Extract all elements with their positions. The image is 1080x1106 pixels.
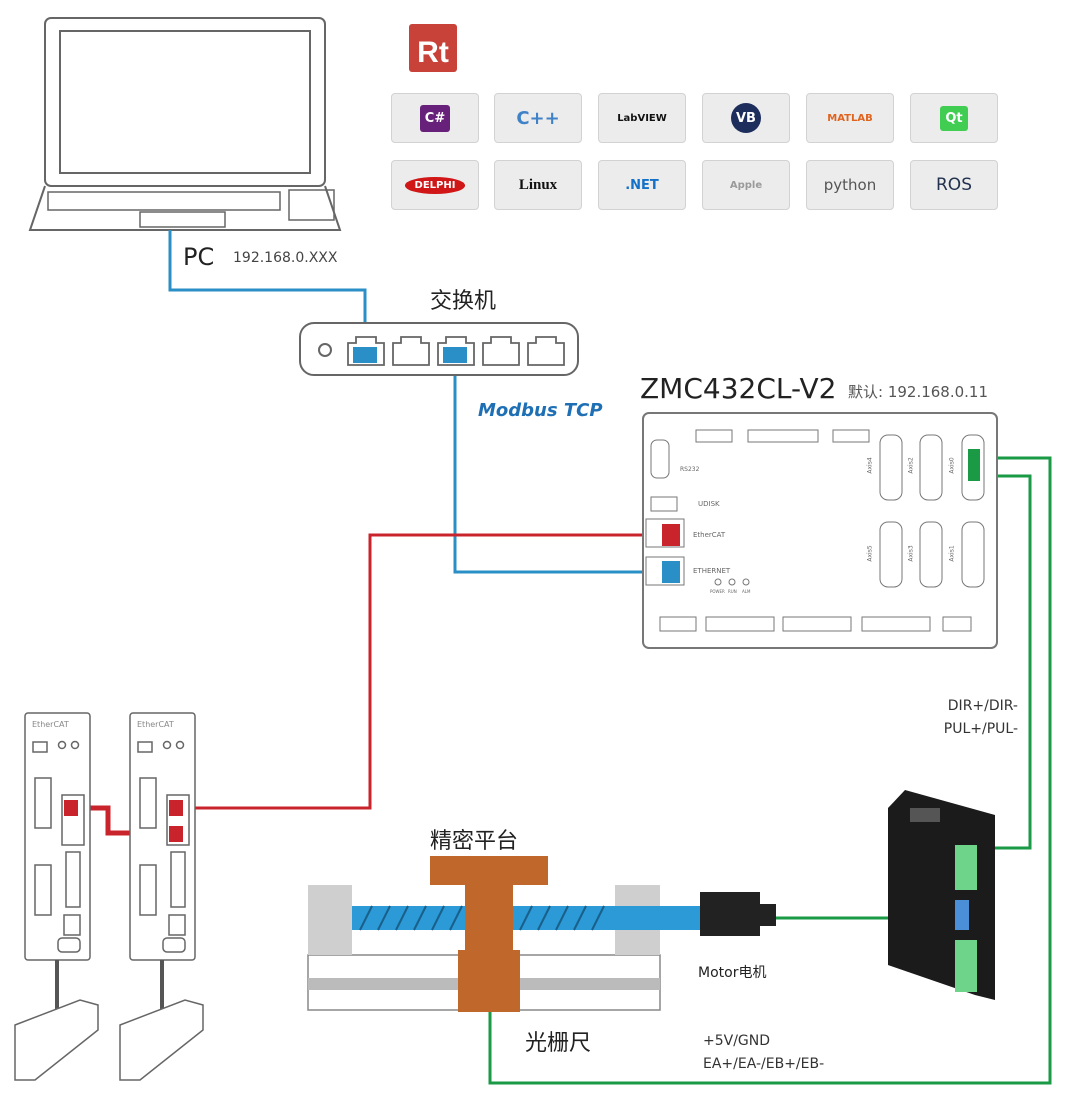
- controller-model: ZMC432CL-V2: [640, 372, 837, 405]
- encoder-signal-label: EA+/EA-/EB+/EB-: [703, 1056, 825, 1072]
- drive1-brand: EtherCAT: [32, 720, 69, 729]
- tile-python: python: [806, 160, 894, 210]
- power-signal-label: +5V/GND: [703, 1033, 771, 1049]
- modbus-tcp-logo: Modbus TCP: [478, 400, 603, 421]
- ethercat-label: EtherCAT: [693, 531, 726, 539]
- svg-text:Rt: Rt: [417, 36, 449, 69]
- ethernet-label: ETHERNET: [693, 567, 731, 575]
- motion-controller: [642, 412, 998, 649]
- axis0-connector: [968, 449, 980, 481]
- ethernet-cable-controller: [453, 352, 672, 574]
- laptop-pc: [28, 17, 342, 231]
- motor-label: Motor电机: [698, 965, 767, 981]
- precision-stage: [307, 856, 702, 1012]
- dir-signal-label: DIR+/DIR-: [947, 698, 1018, 714]
- tile-cpp: C++: [494, 93, 582, 143]
- grating-label: 光栅尺: [525, 1031, 592, 1056]
- axis2-label: Axis2: [907, 457, 915, 474]
- controller-default-ip: 默认: 192.168.0.11: [848, 383, 989, 401]
- axis3-label: Axis3: [907, 545, 915, 562]
- stage-label: 精密平台: [430, 829, 519, 854]
- tile-matlab: MATLAB: [806, 93, 894, 143]
- pc-label: PC: [183, 243, 215, 271]
- axis0-label: Axis0: [948, 457, 956, 474]
- network-switch: [299, 322, 579, 376]
- udisk-label: UDISK: [698, 500, 720, 508]
- axis5-label: Axis5: [866, 545, 874, 562]
- tile-qt: Qt: [910, 93, 998, 143]
- tile-labview: LabVIEW: [598, 93, 686, 143]
- pul-signal-label: PUL+/PUL-: [943, 721, 1018, 737]
- led-run-label: RUN: [728, 589, 737, 594]
- rt-logo: Rt: [409, 24, 457, 72]
- servo-drives: [14, 712, 204, 1081]
- encoder-cable: [488, 456, 1052, 1085]
- axis1-label: Axis1: [948, 545, 956, 562]
- tile-csharp: C#: [391, 93, 479, 143]
- pc-ip: 192.168.0.XXX: [233, 250, 338, 266]
- rs232-label: RS232: [680, 466, 700, 473]
- ethernet-cable-pc: [168, 230, 367, 350]
- stepper-driver: [888, 790, 995, 1000]
- pulse-cable: [975, 474, 1032, 850]
- tile-linux: Linux: [494, 160, 582, 210]
- tile-ros: ROS: [910, 160, 998, 210]
- tile-dotnet: .NET: [598, 160, 686, 210]
- ethernet-port: [662, 561, 680, 583]
- ethercat-cable: [180, 533, 672, 810]
- motor: [700, 892, 776, 936]
- tile-delphi: DELPHI: [391, 160, 479, 210]
- drive2-brand: EtherCAT: [137, 720, 174, 729]
- axis4-label: Axis4: [866, 457, 874, 474]
- tile-vb: VB: [702, 93, 790, 143]
- switch-label: 交换机: [430, 289, 497, 314]
- led-power-label: POWER: [710, 589, 725, 594]
- led-alm-label: ALM: [742, 589, 751, 594]
- tile-apple: Apple: [702, 160, 790, 210]
- ethercat-port: [662, 524, 680, 546]
